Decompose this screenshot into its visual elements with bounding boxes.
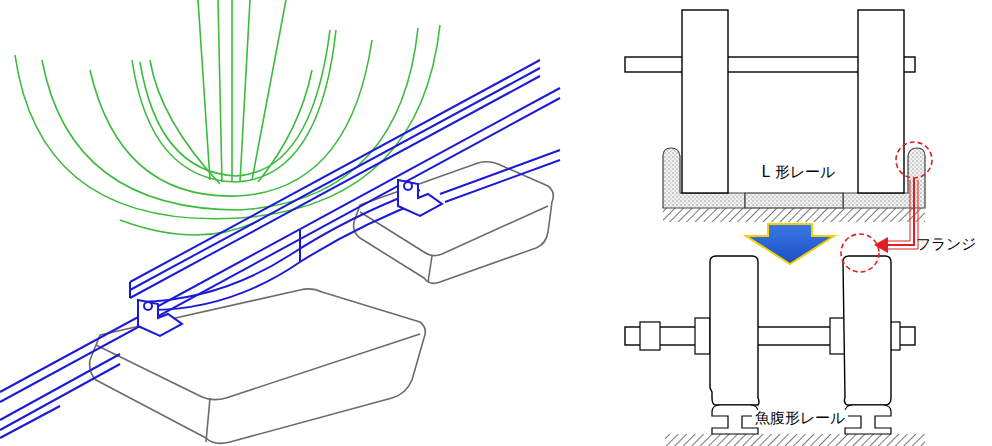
- part-label: L 形レール: [758, 164, 837, 181]
- transition-arrow: [746, 224, 834, 264]
- wheel: [843, 256, 891, 405]
- fish-belly-rail: [0, 60, 560, 438]
- highlight-circle: [896, 142, 932, 178]
- highlight-circle: [841, 234, 879, 272]
- leader-arrow: [886, 180, 918, 249]
- sleeper: [354, 162, 554, 284]
- ground-hatch: [663, 208, 925, 222]
- sleeper: [90, 289, 426, 443]
- l-rail: [745, 193, 843, 208]
- rail-section: [845, 405, 891, 434]
- wheel: [682, 10, 728, 193]
- part-label: 魚腹形レール: [752, 410, 848, 427]
- leader-arrowhead: [874, 237, 888, 253]
- rail-support: [138, 180, 442, 336]
- axle-journal: [640, 322, 660, 350]
- part-label: フランジ: [916, 236, 976, 253]
- wheel: [15, 0, 440, 235]
- wheel: [710, 256, 759, 405]
- ground-hatch: [665, 434, 925, 446]
- wheel-hub: [830, 318, 845, 354]
- wheel-hub: [695, 318, 710, 354]
